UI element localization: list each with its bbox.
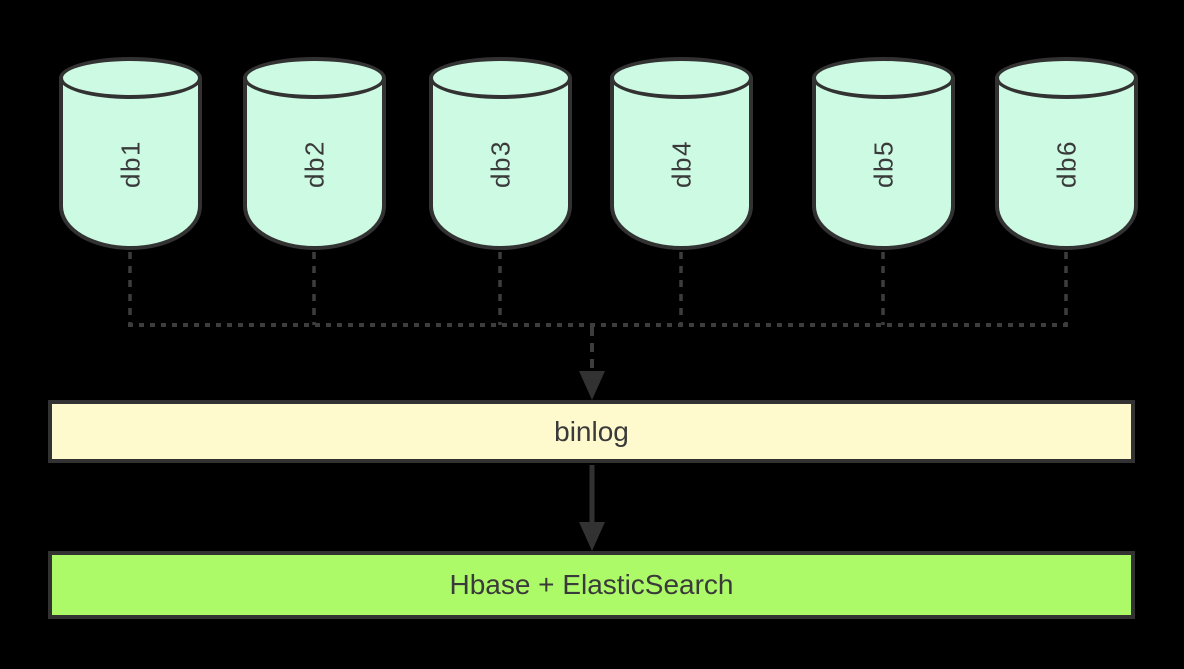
database-cylinder-db5: db5 xyxy=(812,57,955,250)
database-cylinder-db6: db6 xyxy=(995,57,1138,250)
database-cylinder-db2: db2 xyxy=(243,57,386,250)
binlog-box: binlog xyxy=(48,400,1135,463)
cylinder-top-ellipse xyxy=(243,57,386,99)
db-label: db1 xyxy=(115,140,145,188)
db-label: db4 xyxy=(666,140,696,188)
db-label: db3 xyxy=(485,140,515,188)
db-label: db6 xyxy=(1051,140,1081,188)
cylinder-top-ellipse xyxy=(429,57,572,99)
cylinder-top-ellipse xyxy=(59,57,202,99)
cylinder-top-ellipse xyxy=(610,57,753,99)
cylinder-body xyxy=(812,78,955,250)
cylinder-body xyxy=(610,78,753,250)
arrowhead-binlog-to-storage xyxy=(579,522,605,551)
cylinder-body xyxy=(429,78,572,250)
binlog-label: binlog xyxy=(554,415,629,447)
cylinder-body xyxy=(59,78,202,250)
arrowhead-bus-to-binlog xyxy=(579,371,605,400)
cylinder-top-ellipse xyxy=(812,57,955,99)
cylinder-top-ellipse xyxy=(995,57,1138,99)
database-cylinder-db1: db1 xyxy=(59,57,202,250)
db-label: db5 xyxy=(868,140,898,188)
cylinder-body xyxy=(995,78,1138,250)
cylinder-body xyxy=(243,78,386,250)
database-cylinder-db4: db4 xyxy=(610,57,753,250)
database-cylinder-db3: db3 xyxy=(429,57,572,250)
storage-box: Hbase + ElasticSearch xyxy=(48,551,1135,619)
storage-label: Hbase + ElasticSearch xyxy=(449,569,734,600)
db-label: db2 xyxy=(299,140,329,188)
